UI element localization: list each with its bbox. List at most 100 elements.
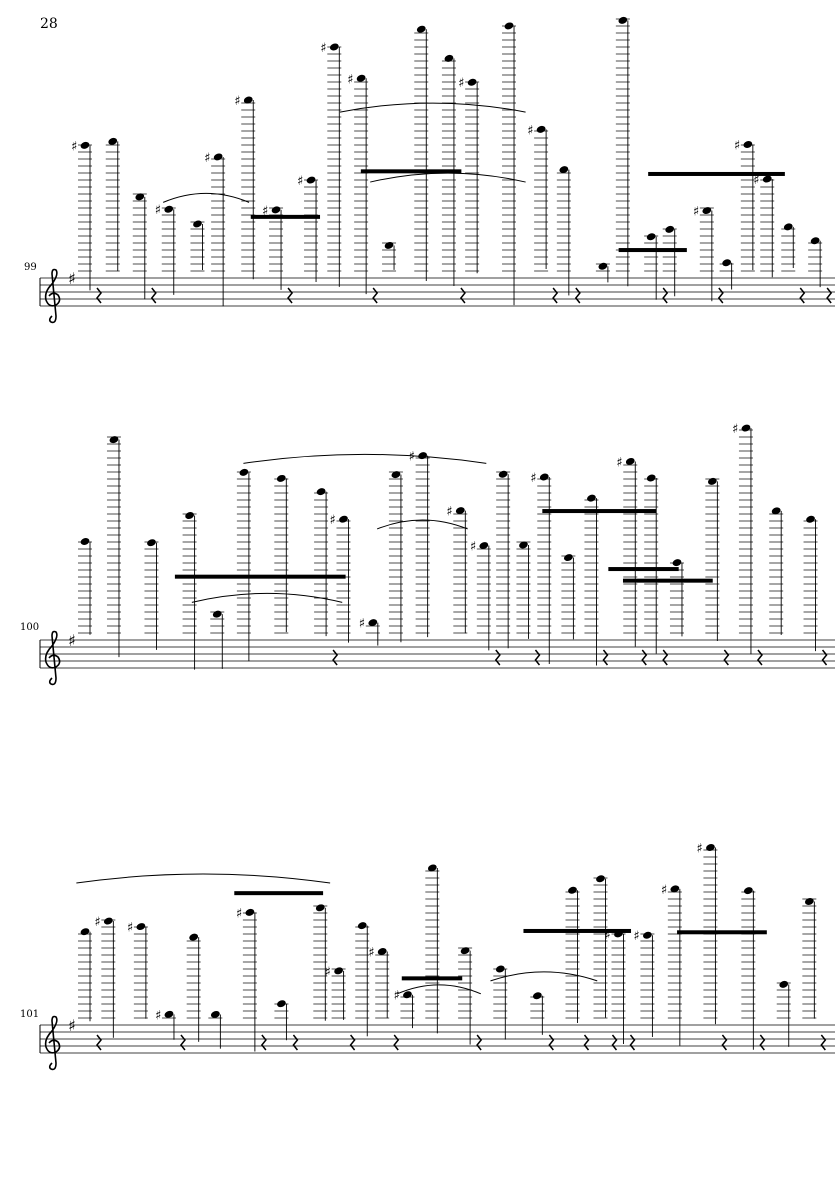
sharp-icon: ♯ xyxy=(470,540,476,555)
notehead xyxy=(339,515,348,523)
rest-icon xyxy=(349,1034,356,1051)
notehead xyxy=(479,542,489,550)
notehead xyxy=(377,948,387,955)
sharp-icon: ♯ xyxy=(693,205,699,220)
sharp-icon: ♯ xyxy=(68,631,76,650)
sharp-icon: ♯ xyxy=(329,513,335,528)
beam xyxy=(360,169,462,174)
rest-icon xyxy=(723,649,730,666)
beam xyxy=(622,578,713,583)
rest-icon xyxy=(548,1034,555,1051)
rest-icon xyxy=(611,1034,618,1051)
rest-icon xyxy=(459,287,466,304)
sharp-icon: ♯ xyxy=(359,617,365,632)
notehead xyxy=(444,54,454,62)
rest-icon xyxy=(534,649,541,666)
notehead xyxy=(384,241,394,249)
notehead xyxy=(646,233,656,241)
treble-clef-icon xyxy=(44,268,61,324)
rest-icon xyxy=(826,287,833,304)
notehead xyxy=(625,457,635,465)
rest-icon xyxy=(641,649,648,666)
notehead xyxy=(164,1010,174,1018)
sharp-icon: ♯ xyxy=(68,269,76,288)
sharp-icon: ♯ xyxy=(68,1016,76,1035)
sharp-icon: ♯ xyxy=(734,138,740,153)
notehead xyxy=(618,16,628,24)
measure-number-99: 99 xyxy=(24,262,37,273)
sharp-icon: ♯ xyxy=(446,505,452,520)
notehead xyxy=(672,559,682,567)
notehead xyxy=(164,205,174,213)
measure-number-101: 101 xyxy=(20,1009,40,1020)
beam xyxy=(677,930,767,935)
rest-icon xyxy=(629,1034,636,1051)
sharp-icon: ♯ xyxy=(155,203,161,218)
sharp-icon: ♯ xyxy=(155,1008,161,1023)
notehead xyxy=(702,207,712,215)
rest-icon xyxy=(287,287,294,304)
rest-icon xyxy=(150,287,157,304)
sharp-icon: ♯ xyxy=(604,928,610,943)
notehead xyxy=(418,452,428,460)
notehead xyxy=(239,468,249,476)
sharp-icon: ♯ xyxy=(347,72,353,87)
notehead xyxy=(519,541,528,549)
rest-icon xyxy=(756,649,763,666)
notehead xyxy=(779,980,789,988)
rest-icon xyxy=(372,287,379,304)
notehead xyxy=(357,922,367,930)
notehead xyxy=(136,923,146,931)
notehead xyxy=(743,141,753,148)
rest-icon xyxy=(583,1034,590,1051)
notehead xyxy=(80,538,90,545)
notehead xyxy=(810,237,820,245)
notehead xyxy=(771,507,781,515)
treble-clef-icon xyxy=(44,1015,61,1071)
rest-icon xyxy=(821,649,828,666)
notehead xyxy=(559,166,569,174)
notehead xyxy=(80,141,90,149)
beam xyxy=(174,574,346,579)
slur xyxy=(191,592,343,603)
slur xyxy=(243,453,487,464)
notehead xyxy=(743,887,753,895)
notehead xyxy=(741,424,751,432)
notehead xyxy=(108,137,118,145)
notehead xyxy=(109,436,119,444)
notehead xyxy=(722,259,732,267)
notehead xyxy=(804,898,814,905)
notehead xyxy=(532,992,542,1000)
sharp-icon: ♯ xyxy=(236,906,242,921)
slur xyxy=(339,102,526,113)
sharp-icon: ♯ xyxy=(94,915,100,930)
notehead xyxy=(316,488,326,496)
rest-icon xyxy=(260,1034,267,1051)
rest-icon xyxy=(759,1034,766,1051)
notehead xyxy=(210,1011,220,1018)
notehead xyxy=(564,554,573,562)
sharp-icon: ♯ xyxy=(409,450,415,465)
rest-icon xyxy=(292,1034,299,1051)
notehead xyxy=(536,125,546,133)
rest-icon xyxy=(494,649,501,666)
rest-icon xyxy=(476,1034,483,1051)
notehead xyxy=(587,494,596,502)
slur xyxy=(76,873,331,884)
sharp-icon: ♯ xyxy=(530,471,536,486)
beam xyxy=(250,214,321,219)
notehead xyxy=(670,885,680,893)
sharp-icon: ♯ xyxy=(234,94,240,109)
measure-number-100: 100 xyxy=(20,622,40,633)
notehead xyxy=(783,223,793,231)
sharp-icon: ♯ xyxy=(616,455,622,470)
sharp-icon: ♯ xyxy=(527,123,533,138)
notehead xyxy=(103,917,113,925)
notehead xyxy=(643,931,652,939)
rest-icon xyxy=(820,1034,827,1051)
sharp-icon: ♯ xyxy=(127,921,133,936)
sharp-icon: ♯ xyxy=(661,883,667,898)
sharp-icon: ♯ xyxy=(696,842,702,857)
notehead xyxy=(460,947,470,955)
